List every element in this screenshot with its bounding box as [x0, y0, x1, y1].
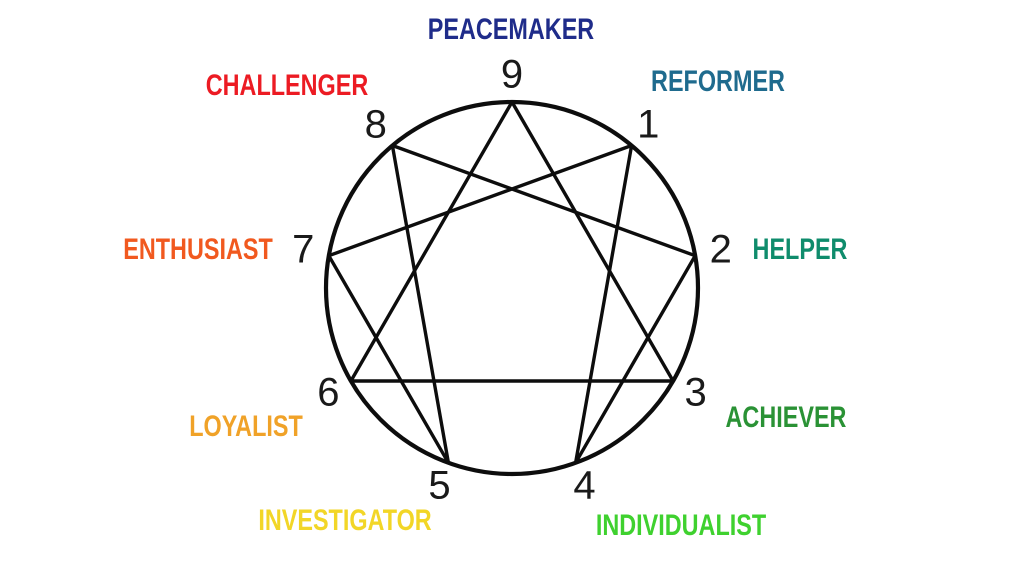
- type-label-loyalist: LOYALIST: [189, 410, 303, 443]
- point-number-5: 5: [428, 463, 451, 508]
- type-label-achiever: ACHIEVER: [725, 401, 847, 434]
- type-label-individualist: INDIVIDUALIST: [595, 509, 767, 542]
- type-label-peacemaker: PEACEMAKER: [427, 13, 595, 46]
- point-number-1: 1: [637, 101, 660, 146]
- type-label-reformer: REFORMER: [651, 65, 785, 98]
- point-number-4: 4: [573, 463, 596, 508]
- point-number-6: 6: [317, 370, 340, 415]
- type-label-enthusiast: ENTHUSIAST: [123, 233, 273, 266]
- point-number-2: 2: [709, 227, 732, 272]
- point-number-9: 9: [500, 52, 524, 97]
- point-number-3: 3: [684, 370, 707, 415]
- type-label-investigator: INVESTIGATOR: [258, 504, 432, 537]
- point-number-8: 8: [364, 101, 387, 146]
- type-label-helper: HELPER: [752, 233, 848, 266]
- enneagram-hexagon: [327, 143, 697, 465]
- enneagram-triangle: [349, 100, 675, 383]
- point-number-7: 7: [292, 227, 315, 272]
- type-label-challenger: CHALLENGER: [205, 69, 369, 102]
- enneagram-outer-circle: [323, 99, 701, 477]
